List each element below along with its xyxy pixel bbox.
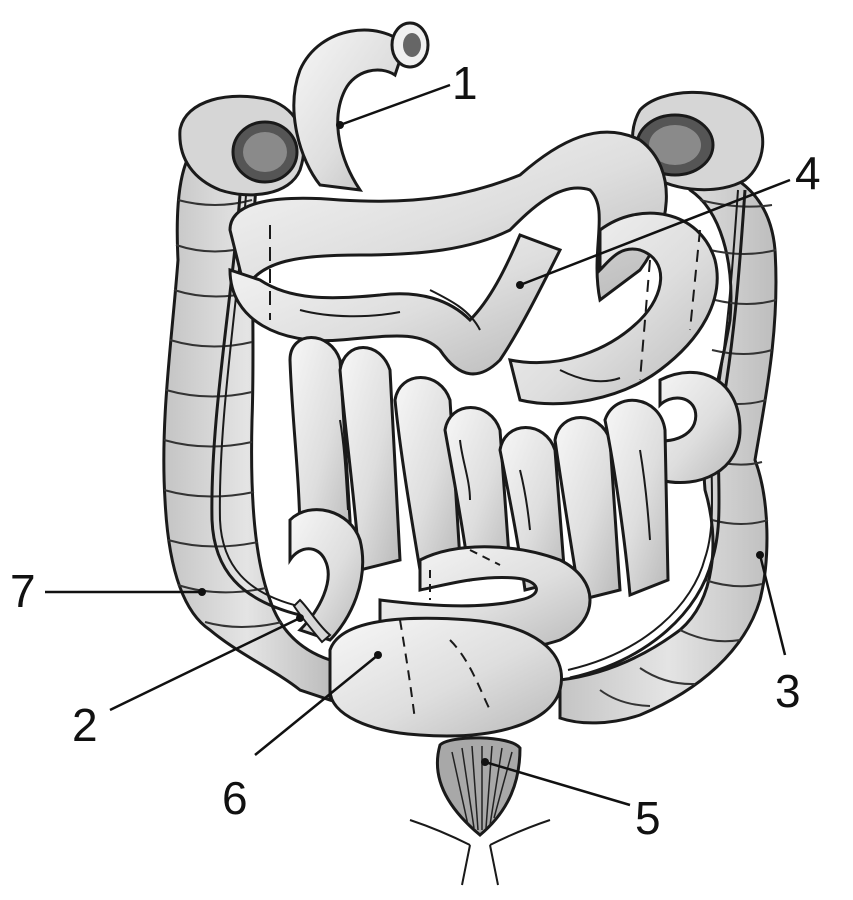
label-4: 4 bbox=[795, 147, 821, 199]
duodenum bbox=[292, 21, 430, 192]
appendix bbox=[292, 598, 332, 644]
label-2: 2 bbox=[72, 699, 98, 751]
leader-dots bbox=[198, 121, 764, 766]
label-6: 6 bbox=[222, 772, 248, 824]
label-7: 7 bbox=[10, 565, 36, 617]
label-1: 1 bbox=[452, 57, 478, 109]
small-intestine bbox=[228, 130, 742, 738]
leader-lines bbox=[45, 83, 791, 807]
large-intestine bbox=[162, 90, 778, 725]
label-3: 3 bbox=[775, 665, 801, 717]
transverse-colon-cut-left bbox=[178, 94, 306, 197]
rectum bbox=[409, 736, 551, 886]
label-5: 5 bbox=[635, 792, 661, 844]
